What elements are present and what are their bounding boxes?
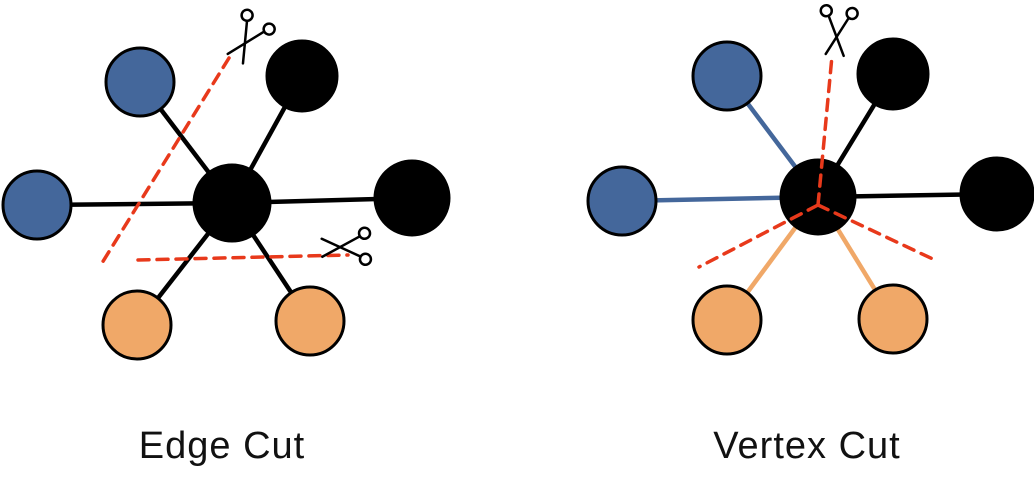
node-blue-top-left: [104, 46, 176, 118]
edge-cut-label: Edge Cut: [139, 425, 305, 467]
node-blue-left: [1, 169, 73, 241]
node-black-top-right: [265, 39, 339, 113]
scissors-icon: [320, 226, 373, 267]
scissors-icon: [819, 4, 859, 58]
node-black-right: [373, 159, 451, 237]
node-black-top-right: [856, 37, 930, 111]
vertex-cut-diagram: [586, 4, 1034, 356]
cut-line-0: [816, 54, 834, 207]
node-blue-top-left: [691, 40, 763, 112]
vertex-cut-label: Vertex Cut: [713, 425, 900, 467]
node-center-vertex: [192, 163, 272, 243]
node-orange-bottom-right: [857, 283, 929, 355]
node-orange-bottom-left: [691, 284, 763, 356]
node-orange-bottom-right: [274, 285, 346, 357]
node-orange-bottom-left: [101, 289, 173, 361]
cut-line-1: [136, 253, 350, 262]
cut-line-1: [697, 203, 820, 269]
cut-line-2: [816, 203, 939, 263]
node-black-right: [959, 156, 1034, 232]
cut-line-0: [100, 56, 231, 265]
edge-cut-diagram: [1, 8, 451, 361]
node-blue-left: [586, 165, 658, 237]
scissors-icon: [226, 8, 276, 65]
